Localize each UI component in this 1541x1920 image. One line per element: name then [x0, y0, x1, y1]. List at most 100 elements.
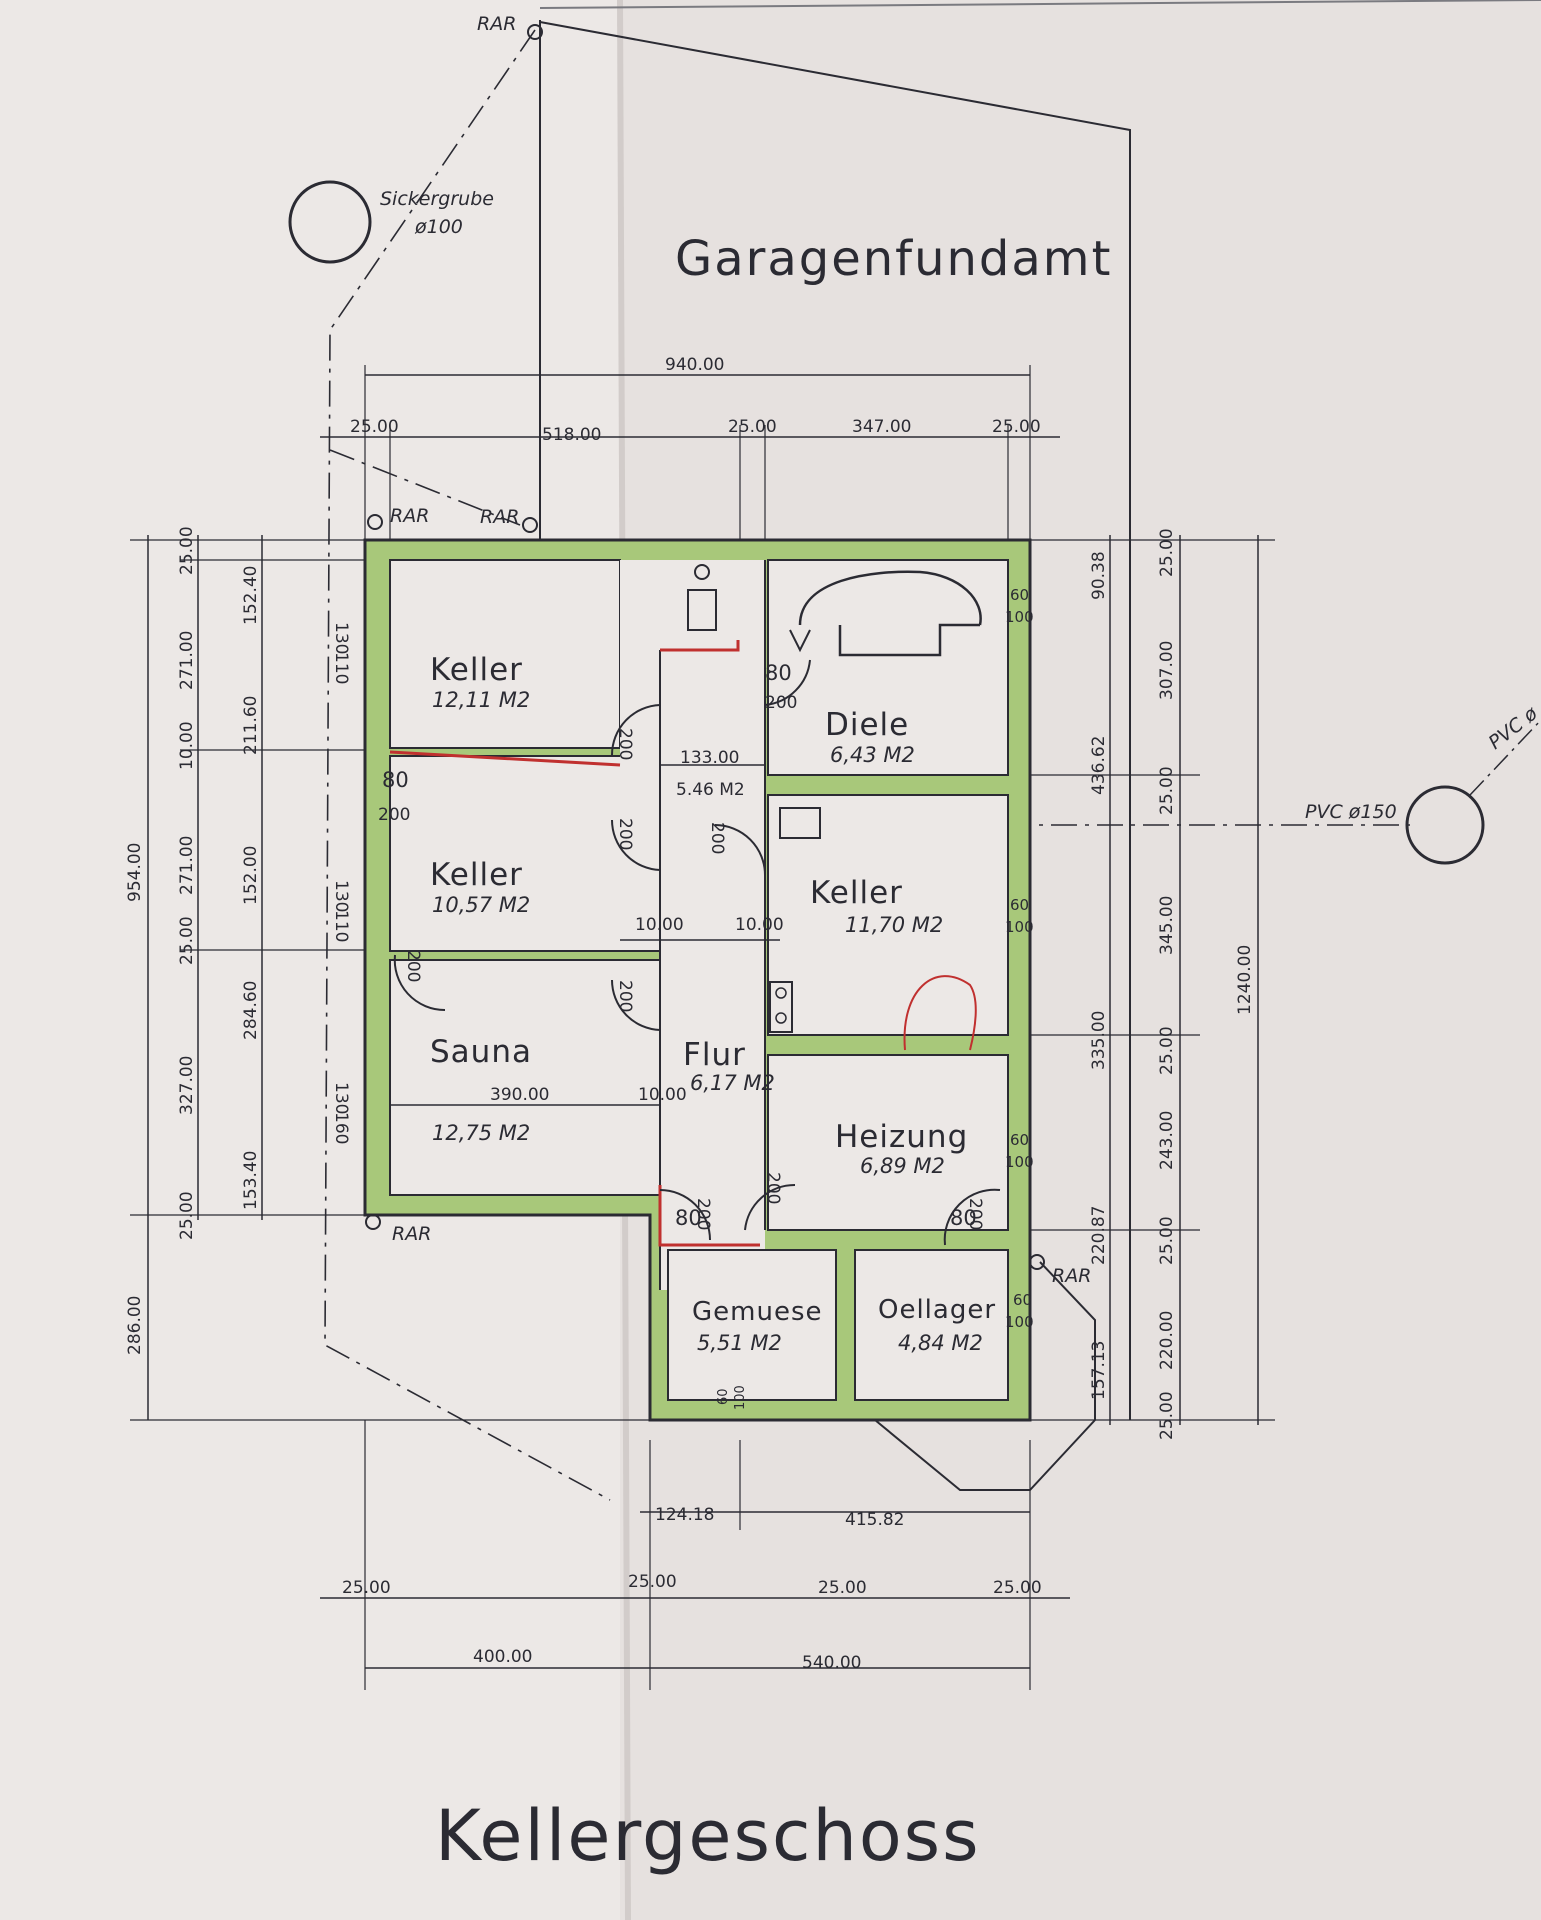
- door-size-gemuese: 200: [693, 1198, 713, 1230]
- red-partition-3: [658, 1185, 760, 1247]
- door-height-keller-2: 200: [378, 805, 410, 825]
- dim-right-436-62: 436.62: [1089, 736, 1109, 795]
- walls: [363, 538, 1096, 1491]
- dim-left-25-b: 25.00: [177, 916, 197, 965]
- opening-keller-1-b: 110: [331, 652, 351, 684]
- drainage-branch: [329, 449, 521, 526]
- opening-diele-b: 100: [1005, 608, 1034, 626]
- door-swing-sauna-2: [393, 954, 446, 1012]
- stairs-outline: [838, 623, 980, 657]
- dim-top-940: 940.00: [665, 355, 724, 375]
- dim-right-220-87: 220.87: [1089, 1206, 1109, 1265]
- room-area-diele: 6,43 M2: [830, 743, 915, 767]
- opening-oellager-b: 100: [1005, 1313, 1034, 1331]
- door-size-oellager: 200: [965, 1198, 985, 1230]
- dim-left-10: 10.00: [177, 721, 197, 770]
- room-void-flur: [660, 650, 765, 1290]
- rar-sw-label: RAR: [392, 1223, 431, 1245]
- dim-right-157-13: 157.13: [1089, 1341, 1109, 1400]
- rar-top-symbol: [527, 24, 543, 40]
- dim-right-345: 345.00: [1157, 896, 1177, 955]
- room-area-gemuese: 5,51 M2: [697, 1331, 782, 1355]
- washer-symbol: [769, 981, 793, 1033]
- door-width-oellager: 80: [950, 1206, 977, 1230]
- dim-bottom-540: 540.00: [802, 1653, 861, 1673]
- opening-keller-3-a: 60: [1010, 896, 1029, 914]
- door-swing-sauna: [610, 979, 661, 1031]
- dim-top-25-a: 25.00: [350, 417, 399, 437]
- dim-right-1240: 1240.00: [1235, 945, 1255, 1015]
- dim-right-243: 243.00: [1157, 1111, 1177, 1170]
- stairs-arrow: [789, 629, 811, 653]
- room-void-keller-3: [767, 794, 1009, 1036]
- rar-n-label: RAR: [480, 506, 519, 528]
- pvc-pipe-exit: [1469, 719, 1541, 796]
- dim-right-25-e: 25.00: [1157, 1391, 1177, 1440]
- dim-bottom-415: 415.82: [845, 1510, 904, 1530]
- dim-interior-area: 5.46 M2: [676, 780, 745, 800]
- room-name-gemuese: Gemuese: [692, 1297, 823, 1327]
- sink-symbol: [779, 807, 821, 839]
- room-area-heizung: 6,89 M2: [860, 1154, 945, 1178]
- room-area-keller-1: 12,11 M2: [432, 688, 530, 712]
- rar-n-symbol: [522, 517, 538, 533]
- door-width-gemuese: 80: [675, 1206, 702, 1230]
- dim-interior-390: 390.00: [490, 1085, 549, 1105]
- garage-outline: [539, 21, 1131, 1420]
- room-area-oellager: 4,84 M2: [898, 1331, 983, 1355]
- door-size-sauna: 200: [615, 980, 635, 1012]
- door-width-diele: 80: [765, 661, 792, 685]
- door-swing-keller-3: [714, 824, 766, 876]
- washer-knob-1: [775, 987, 787, 999]
- dim-right-220: 220.00: [1157, 1311, 1177, 1370]
- door-size-sauna-2: 200: [403, 950, 423, 982]
- plan-title: Kellergeschoss: [435, 1795, 981, 1877]
- room-name-diele: Diele: [825, 707, 909, 743]
- room-void-oellager: [854, 1249, 1009, 1401]
- red-partition-1: [389, 750, 621, 767]
- room-void-keller-1: [389, 559, 621, 749]
- dim-bottom-25-d: 25.00: [993, 1578, 1042, 1598]
- room-area-keller-2: 10,57 M2: [432, 893, 530, 917]
- door-height-diele: 200: [765, 693, 797, 713]
- red-sketch-mark: [903, 975, 977, 1051]
- door-swing-heizung: [744, 1183, 796, 1231]
- room-area-sauna: 12,75 M2: [432, 1121, 530, 1145]
- opening-oellager-a: 60: [1013, 1291, 1032, 1309]
- door-size-keller-1: 200: [615, 728, 635, 760]
- sickergrube-label: Sickergrube: [380, 188, 494, 210]
- dim-right-25-a: 25.00: [1157, 528, 1177, 577]
- dim-right-335: 335.00: [1089, 1011, 1109, 1070]
- dim-bottom-25-c: 25.00: [818, 1578, 867, 1598]
- garage-label: Garagenfundamt: [675, 231, 1112, 287]
- pvc-label: PVC ø150: [1305, 801, 1397, 823]
- rar-top-label: RAR: [477, 13, 516, 35]
- sheet-border-line: [539, 0, 1541, 9]
- dim-left-152-4: 152.40: [241, 566, 261, 625]
- opening-keller-3-b: 100: [1005, 918, 1034, 936]
- dim-left-271-a: 271.00: [177, 631, 197, 690]
- dim-left-327: 327.00: [177, 1056, 197, 1115]
- dim-bottom-25-a: 25.00: [342, 1578, 391, 1598]
- dim-interior-133: 133.00: [680, 748, 739, 768]
- room-area-keller-3: 11,70 M2: [845, 913, 943, 937]
- rar-nw-label: RAR: [390, 505, 429, 527]
- dim-left-25-a: 25.00: [177, 526, 197, 575]
- dims-left: 954.00 286.00 25.00 271.00 10.00 271.00 …: [125, 526, 650, 1421]
- opening-gemuese-b: 100: [733, 1385, 748, 1410]
- dim-interior-10-a: 10.00: [635, 915, 684, 935]
- pvc-manhole-symbol: [1405, 785, 1485, 865]
- opening-diele-a: 60: [1010, 586, 1029, 604]
- washer-knob-2: [775, 1012, 787, 1024]
- room-name-keller-3: Keller: [810, 875, 903, 911]
- opening-gemuese-a: 60: [716, 1388, 731, 1405]
- red-partition-2: [660, 640, 740, 652]
- dim-top-347: 347.00: [852, 417, 911, 437]
- dim-bottom-400: 400.00: [473, 1647, 532, 1667]
- opening-heizung-b: 100: [1005, 1153, 1034, 1171]
- opening-sauna-b: 160: [331, 1112, 351, 1144]
- chimney-symbol: [687, 589, 717, 631]
- room-area-flur: 6,17 M2: [690, 1071, 775, 1095]
- room-name-oellager: Oellager: [878, 1295, 996, 1325]
